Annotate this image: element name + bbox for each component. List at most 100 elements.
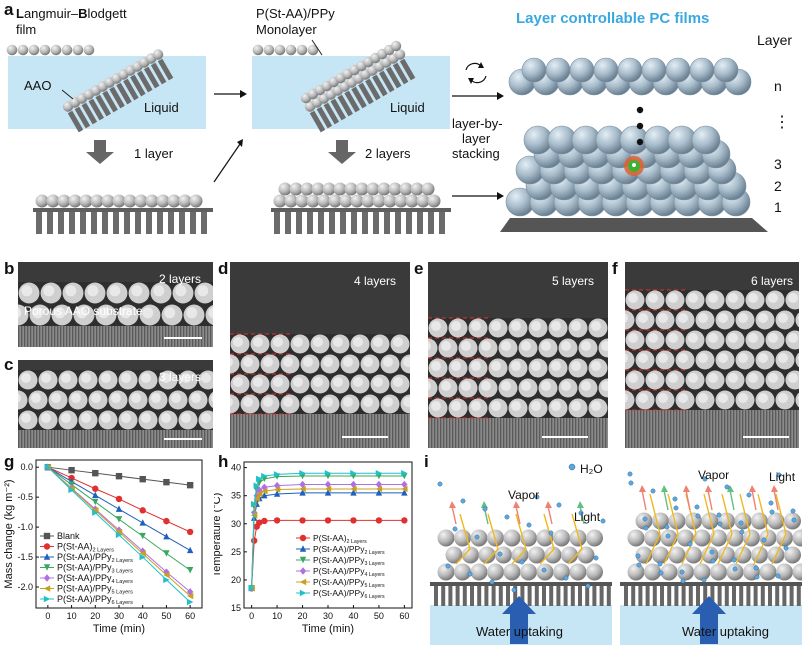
- particle: [577, 546, 595, 564]
- particle: [470, 563, 488, 581]
- water-droplet: [556, 502, 562, 508]
- water-droplet: [761, 537, 767, 543]
- pc-base-plate: [500, 218, 768, 232]
- legend-marker-2: [299, 556, 307, 564]
- particle: [627, 529, 645, 547]
- water-droplet: [511, 587, 517, 593]
- data-point-3-4: [261, 483, 268, 491]
- vapor-label-2: Vapor: [698, 468, 730, 482]
- data-point-5-4: [261, 472, 268, 480]
- aao-label: AAO: [24, 78, 52, 93]
- data-point-5-10: [401, 470, 408, 477]
- particle: [569, 529, 587, 547]
- water-label-2: Water uptaking: [682, 624, 769, 639]
- particle: [528, 546, 545, 564]
- legend-marker-0: [43, 532, 51, 540]
- sem-b-label: 2 layers: [158, 272, 201, 286]
- data-point-0-8: [350, 517, 357, 524]
- y-tick-label: 30: [231, 519, 241, 529]
- data-point-5-7: [324, 470, 332, 477]
- water-uptake-arrow: [692, 596, 726, 644]
- y-tick-label: 0.0: [20, 462, 33, 472]
- panel-label-d: d: [218, 259, 229, 278]
- data-point-3-3: [115, 516, 123, 523]
- water-droplet: [687, 541, 693, 547]
- particle: [685, 546, 702, 564]
- water-droplet: [679, 569, 685, 575]
- data-point-1-5: [163, 517, 170, 525]
- x-tick-label: 60: [399, 611, 409, 621]
- panel-label-a: a: [4, 0, 14, 19]
- y-tick-label: 15: [231, 603, 241, 613]
- layer-header: Layer: [757, 32, 793, 48]
- water-droplet: [664, 524, 670, 530]
- lb-title-line2: film: [16, 22, 37, 37]
- water-droplet: [643, 525, 649, 531]
- water-droplet: [437, 481, 443, 487]
- data-point-4-6: [299, 485, 306, 493]
- sem-b-substrate-label: Porous AAO substrate: [24, 304, 143, 318]
- data-point-0-6: [186, 481, 194, 489]
- data-point-4-7: [324, 485, 332, 493]
- data-point-4-4: [261, 488, 268, 495]
- panel-label-g: g: [4, 452, 15, 471]
- data-point-2-4: [139, 519, 146, 526]
- light-label-1: Light: [574, 510, 601, 524]
- data-point-5-9: [375, 470, 383, 477]
- stacking-label-2: layer: [462, 131, 491, 146]
- data-point-5-3: [115, 528, 123, 536]
- legend-marker-2: [43, 553, 51, 560]
- one-layer-label: 1 layer: [134, 146, 174, 161]
- x-tick-label: 60: [185, 611, 195, 621]
- data-point-2-6: [186, 546, 194, 554]
- x-axis-label: Time (min): [93, 623, 145, 635]
- panel-label-h: h: [218, 452, 229, 471]
- legend-marker-1: [299, 545, 307, 552]
- water-droplet: [739, 529, 745, 535]
- floating-monolayer-2: [252, 44, 319, 56]
- data-point-1-9: [375, 489, 383, 496]
- data-point-6-2: [92, 509, 99, 516]
- data-point-2-2: [92, 491, 99, 499]
- data-point-0-1: [250, 537, 258, 544]
- data-point-3-2: [253, 491, 260, 500]
- water-droplet: [497, 551, 503, 557]
- water-droplet: [534, 494, 540, 500]
- particle: [701, 512, 719, 530]
- particle: [445, 546, 463, 564]
- liquid-label-2: Liquid: [390, 100, 425, 115]
- water-droplet: [460, 498, 466, 504]
- data-point-1-6: [299, 489, 306, 496]
- water-droplet: [627, 471, 633, 477]
- water-droplet: [519, 559, 525, 565]
- one-layer-film: [33, 194, 213, 234]
- water-droplet: [710, 558, 716, 564]
- data-point-1-6: [186, 528, 194, 536]
- data-point-1-2: [92, 485, 99, 492]
- x-tick-label: 40: [138, 611, 148, 621]
- data-point-4-5: [273, 486, 281, 493]
- water-droplet: [548, 530, 554, 536]
- particle: [718, 546, 735, 564]
- particle: [462, 546, 479, 564]
- data-point-0-4: [139, 475, 146, 483]
- water-droplet: [635, 553, 641, 559]
- particle: [454, 563, 471, 581]
- legend-entry-2: P(St-AA)/PPy3 Layers: [313, 555, 385, 567]
- water-uptake-arrow: [502, 596, 536, 644]
- water-droplet: [769, 509, 775, 515]
- sem-image-e: 5 layers: [428, 262, 608, 448]
- x-tick-label: 10: [272, 611, 282, 621]
- light-label-2: Light: [769, 470, 796, 484]
- legend-marker-5: [299, 589, 307, 597]
- layer-n: n: [774, 78, 782, 94]
- water-droplet: [695, 513, 701, 519]
- water-droplet: [775, 573, 781, 579]
- data-point-5-2: [253, 482, 260, 489]
- water-droplet: [563, 575, 569, 581]
- data-point-5-5: [273, 471, 281, 478]
- data-point-0-5: [273, 517, 281, 524]
- y-tick-label: -1.0: [17, 522, 33, 532]
- panel-label-i: i: [424, 452, 429, 471]
